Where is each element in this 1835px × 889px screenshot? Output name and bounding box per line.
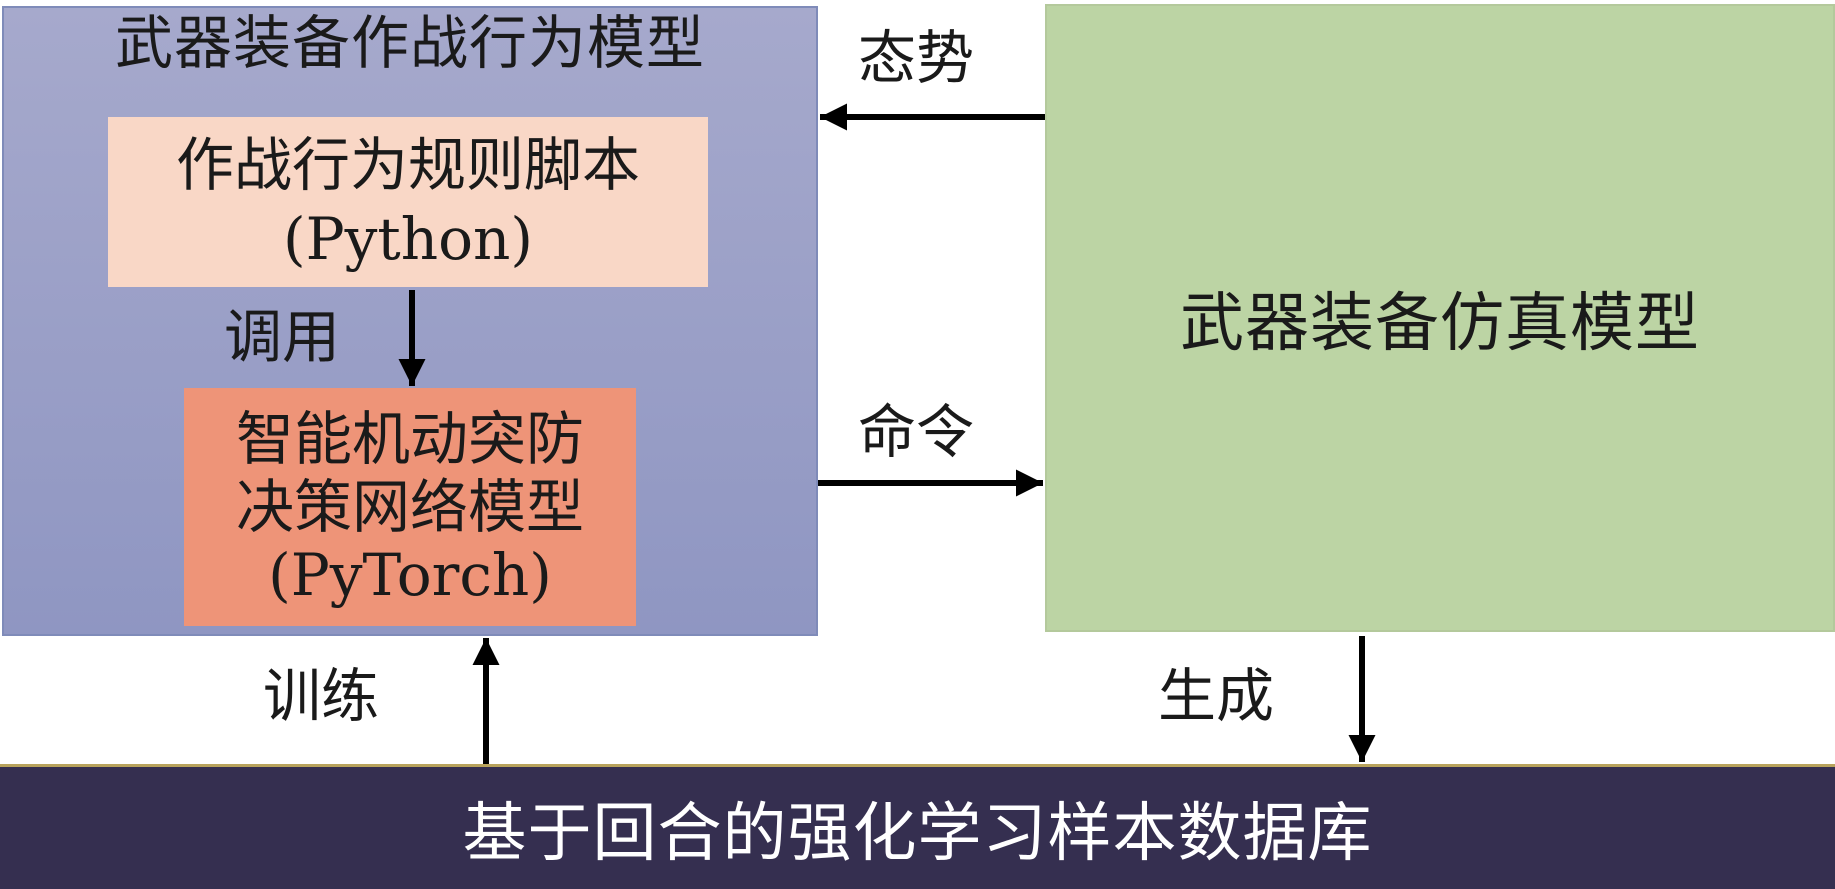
rule-script-box: 作战行为规则脚本 (Python)	[108, 117, 708, 287]
situation-edge-label: 态势	[858, 24, 975, 92]
decision-network-framework: (PyTorch)	[268, 541, 552, 609]
generate-edge-label: 生成	[1158, 662, 1275, 730]
sample-database-title: 基于回合的强化学习样本数据库	[462, 797, 1373, 871]
behavior-model-title: 武器装备作战行为模型	[114, 9, 705, 77]
rule-script-label: 作战行为规则脚本	[175, 131, 640, 199]
sample-database-box: 基于回合的强化学习样本数据库	[0, 764, 1835, 889]
simulation-model-title: 武器装备仿真模型	[1180, 287, 1700, 361]
command-edge-label: 命令	[858, 398, 975, 466]
decision-network-label-line1: 智能机动突防	[235, 405, 584, 473]
decision-network-label-line2: 决策网络模型	[235, 473, 584, 541]
train-edge-label: 训练	[263, 662, 380, 730]
call-edge-label: 调用	[224, 303, 341, 371]
decision-network-box: 智能机动突防 决策网络模型 (PyTorch)	[184, 388, 636, 626]
rule-script-language: (Python)	[283, 205, 533, 273]
simulation-model-box: 武器装备仿真模型	[1045, 4, 1835, 632]
